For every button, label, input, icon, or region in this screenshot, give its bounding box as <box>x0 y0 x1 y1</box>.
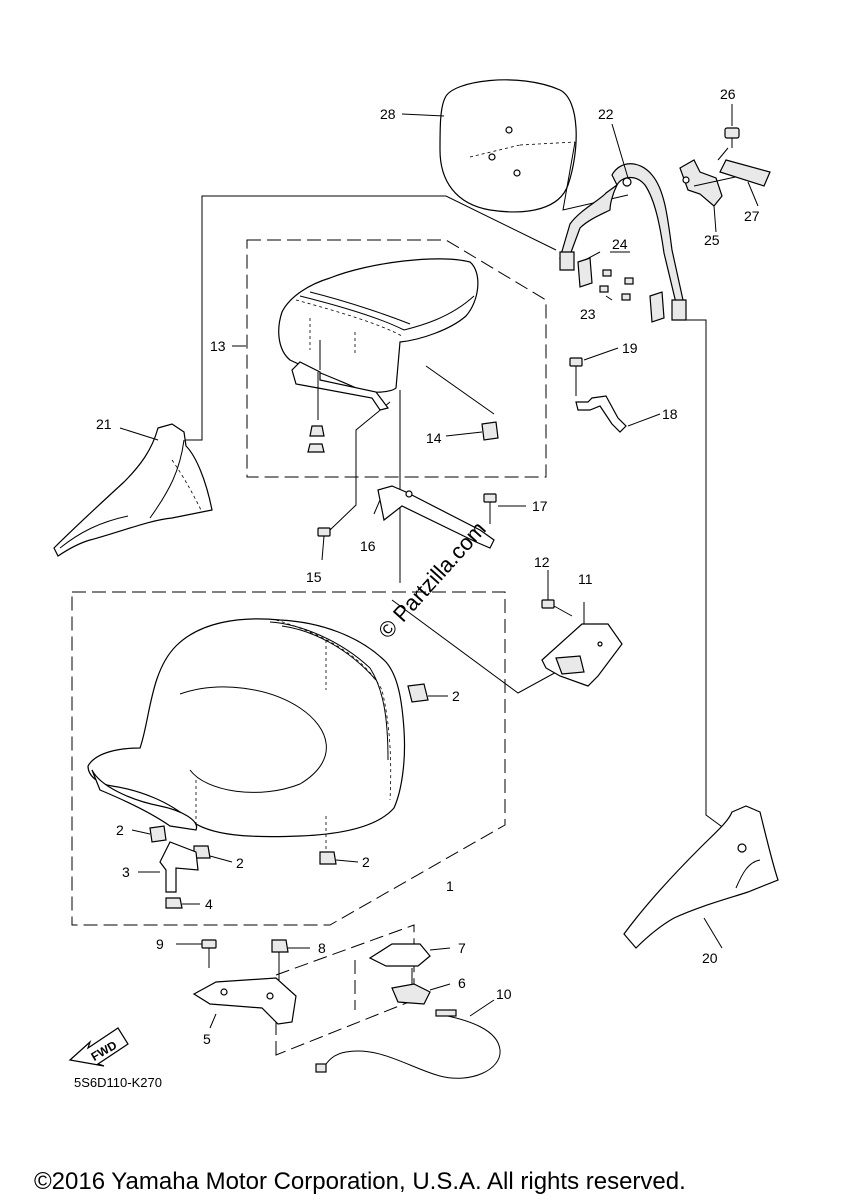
bolt-26-part <box>717 104 740 161</box>
cable-10-part <box>315 999 501 1079</box>
callout-22: 22 <box>598 106 614 122</box>
diagram-code: 5S6D110-K270 <box>74 1075 162 1090</box>
backrest-pad-part <box>401 79 629 213</box>
callout-3: 3 <box>122 864 130 880</box>
bolt-set-23-part <box>599 269 634 301</box>
bracket-16-part <box>373 485 495 549</box>
leader-11-link <box>391 599 561 694</box>
damper-14-part <box>425 365 499 441</box>
fwd-arrow-icon: FWD <box>68 1027 129 1067</box>
callout-6: 6 <box>458 975 466 991</box>
plate-5-part <box>192 977 297 1029</box>
callout-4: 4 <box>205 896 213 912</box>
side-cover-20-part <box>623 805 779 949</box>
callout-11: 11 <box>578 571 593 587</box>
callout-24: 24 <box>612 236 628 252</box>
leader-22-to-20 <box>686 319 741 841</box>
callout-2d: 2 <box>362 854 370 870</box>
seat-nuts-part <box>307 425 325 453</box>
callout-23: 23 <box>580 306 596 322</box>
callout-14: 14 <box>426 430 442 446</box>
watermark-text: © Partzilla.com <box>373 516 491 643</box>
bracket-3-part <box>138 841 199 893</box>
leader-15 <box>329 401 391 531</box>
callout-2a: 2 <box>452 688 460 704</box>
leader-21-to-22 <box>180 195 557 441</box>
side-cover-21-part <box>53 423 213 557</box>
mount-plate-part <box>577 251 665 323</box>
pad-27-part <box>719 159 771 207</box>
callout-12: 12 <box>534 554 550 570</box>
callout-28: 28 <box>380 106 396 122</box>
callout-8: 8 <box>318 940 326 956</box>
callout-2b: 2 <box>116 822 124 838</box>
callout-17: 17 <box>532 498 548 514</box>
callout-13: 13 <box>210 338 226 354</box>
seat-lock-11-part <box>541 602 623 687</box>
callout-9: 9 <box>156 936 164 952</box>
latch-6-part <box>391 968 451 1005</box>
copyright-text: ©2016 Yamaha Motor Corporation, U.S.A. A… <box>34 1168 686 1195</box>
callout-20: 20 <box>702 950 718 966</box>
callout-10: 10 <box>496 986 512 1002</box>
group-boundary-1 <box>71 591 506 926</box>
callout-2c: 2 <box>236 855 244 871</box>
callout-1: 1 <box>446 878 454 894</box>
callout-21: 21 <box>96 416 112 432</box>
callout-5: 5 <box>203 1031 211 1047</box>
bracket-25-part <box>679 159 741 233</box>
stay-18-part <box>575 395 661 433</box>
callout-16: 16 <box>360 538 376 554</box>
passenger-seat-part <box>232 258 479 420</box>
main-seat-part <box>87 618 406 852</box>
bolt-12-part <box>541 570 573 617</box>
callout-27: 27 <box>744 208 760 224</box>
callout-15: 15 <box>306 569 322 585</box>
callout-19: 19 <box>622 340 638 356</box>
callout-26: 26 <box>720 86 736 102</box>
group-boundary-13 <box>246 239 547 478</box>
bolt-17-part <box>483 493 526 524</box>
callout-18: 18 <box>662 406 678 422</box>
nut-4-part <box>165 897 200 909</box>
callout-7: 7 <box>458 940 466 956</box>
callout-25: 25 <box>704 232 720 248</box>
latch-7-part <box>368 943 451 967</box>
bolt-19-part <box>569 347 619 396</box>
bolt-15-part <box>317 527 331 561</box>
nut-8-part <box>271 939 310 980</box>
bolt-9-part <box>176 939 217 968</box>
backrest-bar-part <box>559 123 687 321</box>
